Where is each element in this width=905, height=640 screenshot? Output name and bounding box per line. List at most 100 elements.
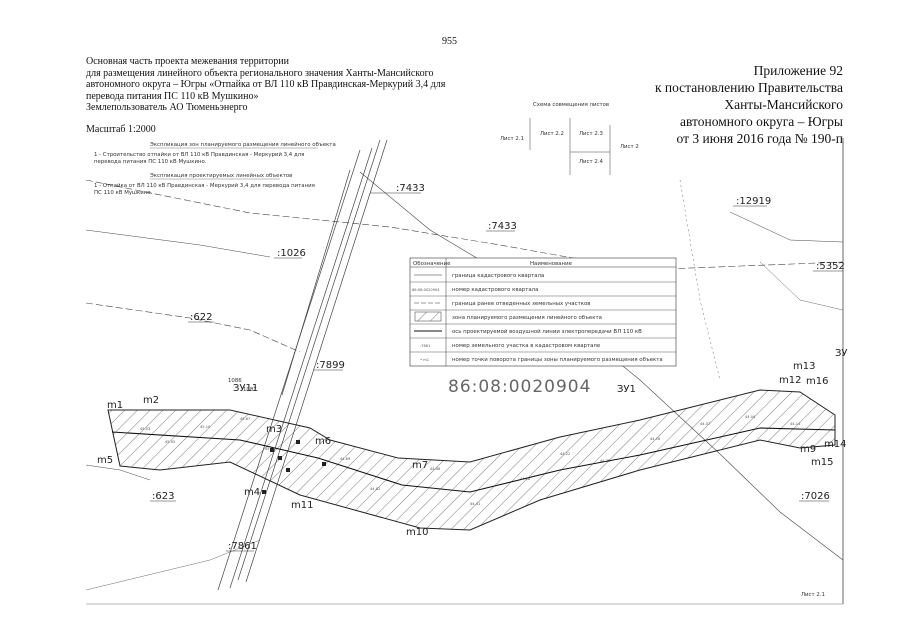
legend-symbol-zone [414, 311, 442, 322]
boundary-line [85, 464, 151, 481]
appendix-line: Приложение 92 [753, 63, 843, 78]
legend-header-name: Наименование [530, 261, 573, 267]
tower-marker [322, 462, 326, 466]
appendix-header: Приложение 92 к постановлению Правительс… [583, 62, 843, 147]
explication-objects: Экспликация проектируемых линейных объек… [94, 172, 315, 196]
legend-row-name: номер точки поворота границы зоны планир… [452, 357, 663, 363]
road-corridor [217, 139, 388, 591]
elevation-mark: 44.35 [600, 459, 610, 463]
point-label: m5 [97, 455, 113, 466]
parcel-label: :623 [152, 491, 174, 502]
road-edge [237, 139, 381, 581]
explication-objects-title: Экспликация проектируемых линейных объек… [150, 172, 292, 179]
elevation-mark: 45.05 [165, 440, 175, 444]
parcel-label: 1087 [243, 387, 257, 393]
explication-zones: Экспликация зон планируемого размещения … [94, 141, 336, 165]
legend-symbol-parcel-number: :7861 [420, 344, 430, 348]
elevation-mark: 44.07 [700, 422, 710, 426]
elevation-mark: 44.41 [470, 502, 480, 506]
sheet-scheme: Схема совмещения листов Лист 2.1 Лист 2.… [500, 102, 639, 175]
point-label: m10 [406, 527, 428, 538]
explication-objects-line: ПС 110 кВ Мушкино. [94, 190, 153, 196]
point-label: m16 [806, 376, 828, 387]
point-label: m4 [244, 487, 260, 498]
project-title-line: автономного округа – Югры «Отпайка от ВЛ… [86, 79, 446, 90]
boundary-line [85, 302, 301, 353]
point-label: m3 [266, 424, 282, 435]
appendix-line: к постановлению Правительства [654, 80, 843, 95]
elevation-mark: 44.28 [520, 477, 531, 481]
page-number: 955 [442, 36, 457, 47]
legend-row-name: ось проектируемой воздушной линии электр… [452, 328, 642, 335]
elevation-mark: 44.14 [790, 422, 801, 426]
explication-objects-line: 1 - Отпайка от ВЛ 110 кВ Правдинская - М… [94, 182, 315, 189]
point-label: m9 [800, 444, 816, 455]
sheet-scheme-item: Лист 2.1 [500, 136, 524, 142]
project-title-line: перевода питания ПС 110 кВ Мушкино» [86, 90, 259, 102]
elevation-mark: 44.46 [430, 467, 441, 471]
sheet-scheme-item: Лист 2.3 [579, 131, 603, 137]
elevation-mark: 45.67 [240, 417, 250, 421]
project-title-line: Основная часть проекта межевания террито… [86, 56, 289, 67]
point-label: m2 [143, 395, 159, 406]
parcel-label: 1086 [228, 378, 242, 384]
elevation-mark: 44.16 [650, 437, 661, 441]
elevation-mark: 44.82 [370, 487, 380, 491]
zone-label: ЗУ11 [233, 383, 258, 394]
boundary-line [85, 229, 271, 258]
tower-markers [262, 440, 326, 494]
line-axis [111, 427, 836, 493]
legend-frame [409, 257, 677, 367]
legend-table: Обозначение Наименование граница кадастр… [409, 257, 677, 367]
cadastral-quarter-number: 86:08:0020904 [448, 377, 591, 397]
boundary-line [359, 171, 844, 561]
point-label: m12 [779, 375, 801, 386]
point-label: m6 [315, 436, 331, 447]
point-label: m7 [412, 460, 428, 471]
parcel-label: :5352 [816, 261, 845, 272]
tower-marker [262, 490, 266, 494]
legend-row-name: номер кадастрового квартала [452, 287, 538, 293]
parcel-labels: :7433 :7433 :12919 :1026 :5352 :622 :789… [150, 183, 845, 552]
tower-marker [278, 456, 282, 460]
legend-symbol-quarter: 86:08:0020904 [412, 288, 440, 292]
tower-marker [296, 440, 300, 444]
parcel-label: :12919 [736, 196, 771, 207]
parcel-label: :7899 [316, 360, 345, 371]
road-edge [229, 147, 373, 589]
point-label: m1 [107, 400, 123, 411]
point-label: m14 [824, 439, 846, 450]
boundary-line [729, 211, 844, 243]
appendix-line: автономного округа – Югры [680, 114, 843, 129]
legend-row-name: номер земельного участка в кадастровом к… [452, 343, 601, 349]
parcel-label: :7861 [228, 541, 257, 552]
appendix-line: от 3 июня 2016 года № 190-п [676, 131, 844, 146]
project-title: Основная часть проекта межевания террито… [86, 56, 486, 114]
sheet-scheme-item: Лист 2.4 [579, 159, 604, 165]
elevation-mark: 44.22 [560, 452, 570, 456]
elevation-mark: 44.69 [340, 457, 351, 461]
zone-label: ЗУ [835, 348, 848, 359]
legend-header-symbol: Обозначение [413, 261, 451, 267]
appendix-line: Ханты-Мансийского [724, 97, 843, 112]
turning-points: m1 m2 m3 m4 m5 m6 m7 m9 m10 m11 m12 m13 … [97, 361, 846, 538]
road-edge [245, 139, 388, 583]
explication-zones-line: перевода питания ПС 110 кВ Мушкино. [94, 159, 207, 165]
sheet-scheme-title: Схема совмещения листов [533, 102, 609, 108]
point-label: m13 [793, 361, 815, 372]
boundary-line [85, 179, 844, 271]
zone-label: ЗУ1 [617, 384, 636, 395]
explication-zones-line: 1 - Строительство отпайки от ВЛ 110 кВ П… [94, 151, 304, 158]
road-edge [281, 169, 351, 396]
sheet-scheme-item: Лист 2 [620, 144, 639, 150]
elevation-mark: 45.10 [200, 425, 211, 429]
planned-zone [107, 389, 836, 531]
legend-symbol-point: • m1 [420, 358, 429, 362]
elevation-mark: 44.04 [745, 415, 756, 419]
tower-marker [286, 468, 290, 472]
parcel-label: :7433 [488, 221, 517, 232]
parcel-label: :7026 [801, 491, 830, 502]
point-label: m11 [291, 500, 313, 511]
boundary-line [759, 261, 844, 311]
